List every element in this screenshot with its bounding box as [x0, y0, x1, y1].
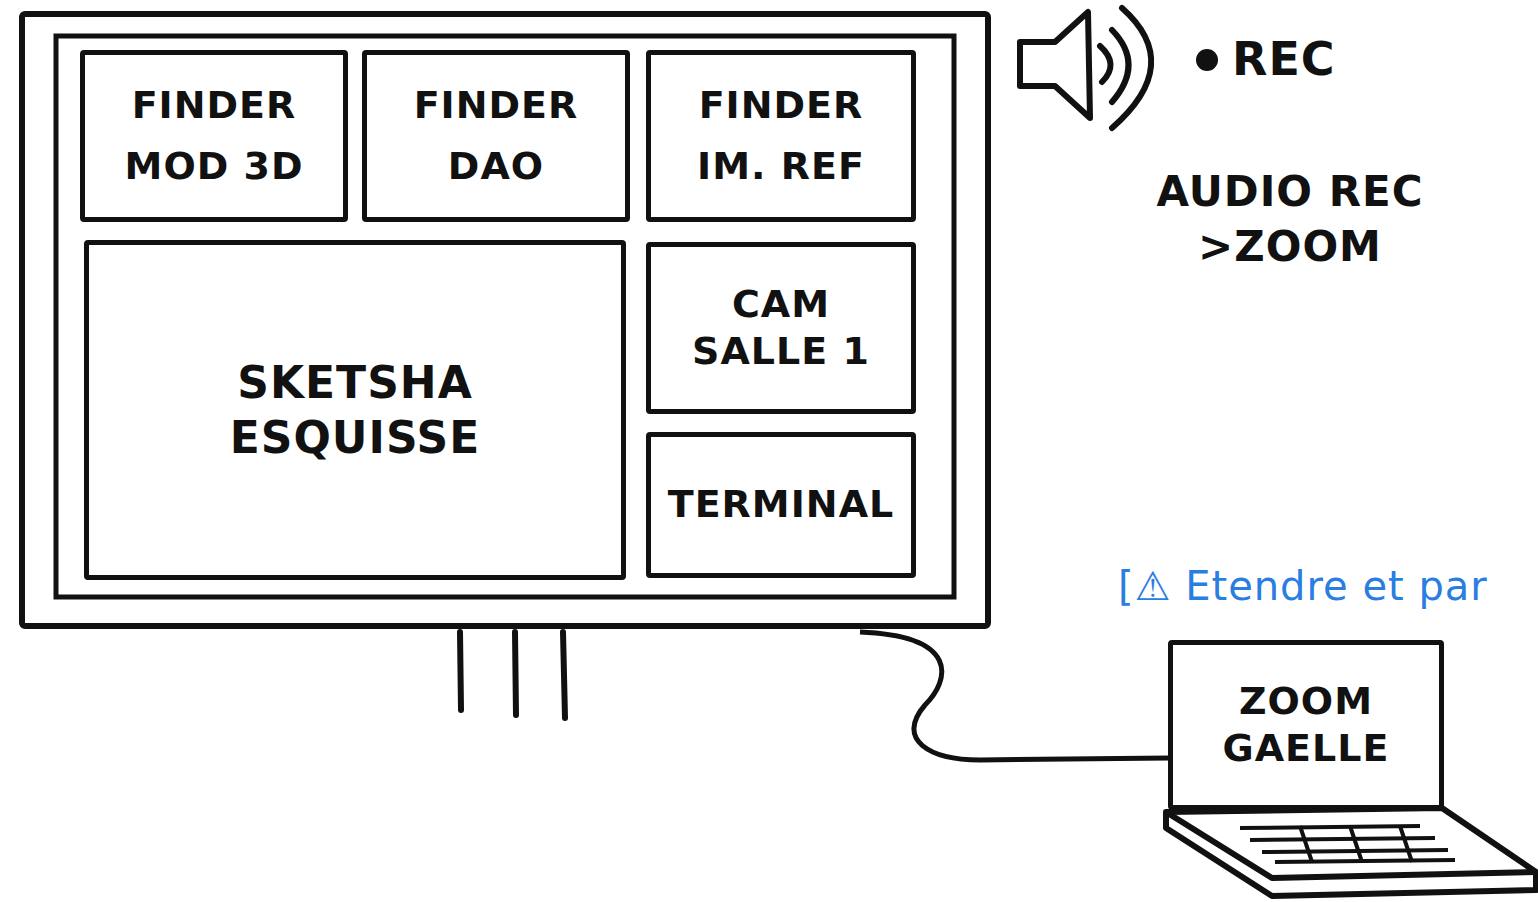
note: [⚠ Etendre et par — [1118, 560, 1538, 612]
screen-panel: CAM SALLE 1 — [646, 242, 916, 414]
panel-label: IM. REF — [697, 143, 865, 191]
screen-panel: FINDER MOD 3D — [80, 50, 348, 222]
panel-heading: FINDER — [132, 82, 297, 130]
laptop-screen: ZOOM GAELLE — [1168, 640, 1444, 810]
monitor-frame — [22, 14, 988, 626]
screen-panel: FINDER DAO — [362, 50, 630, 222]
laptop — [1166, 808, 1536, 896]
screen-panel: TERMINAL — [646, 432, 916, 578]
rec-dot — [1196, 49, 1218, 71]
panel-label: TERMINAL — [668, 481, 895, 529]
keyboard — [1240, 826, 1455, 862]
panel-heading: FINDER — [414, 82, 579, 130]
speaker-symbol — [1020, 8, 1151, 128]
monitor-screen — [56, 36, 954, 597]
cable — [860, 632, 1170, 760]
panel-label: ZOOM GAELLE — [1206, 678, 1406, 773]
panel-heading: FINDER — [699, 82, 864, 130]
panel-label: MOD 3D — [125, 143, 304, 191]
panel-label: SKETSHA ESQUISSE — [205, 355, 505, 465]
panel-label: DAO — [448, 143, 544, 191]
screen-panel: FINDER IM. REF — [646, 50, 916, 222]
panel-label: CAM SALLE 1 — [681, 281, 881, 376]
monitor-stand — [460, 632, 565, 718]
screen-panel: SKETSHA ESQUISSE — [84, 240, 626, 580]
annotation: REC — [1232, 30, 1432, 90]
annotation: AUDIO REC >ZOOM — [1125, 165, 1455, 274]
